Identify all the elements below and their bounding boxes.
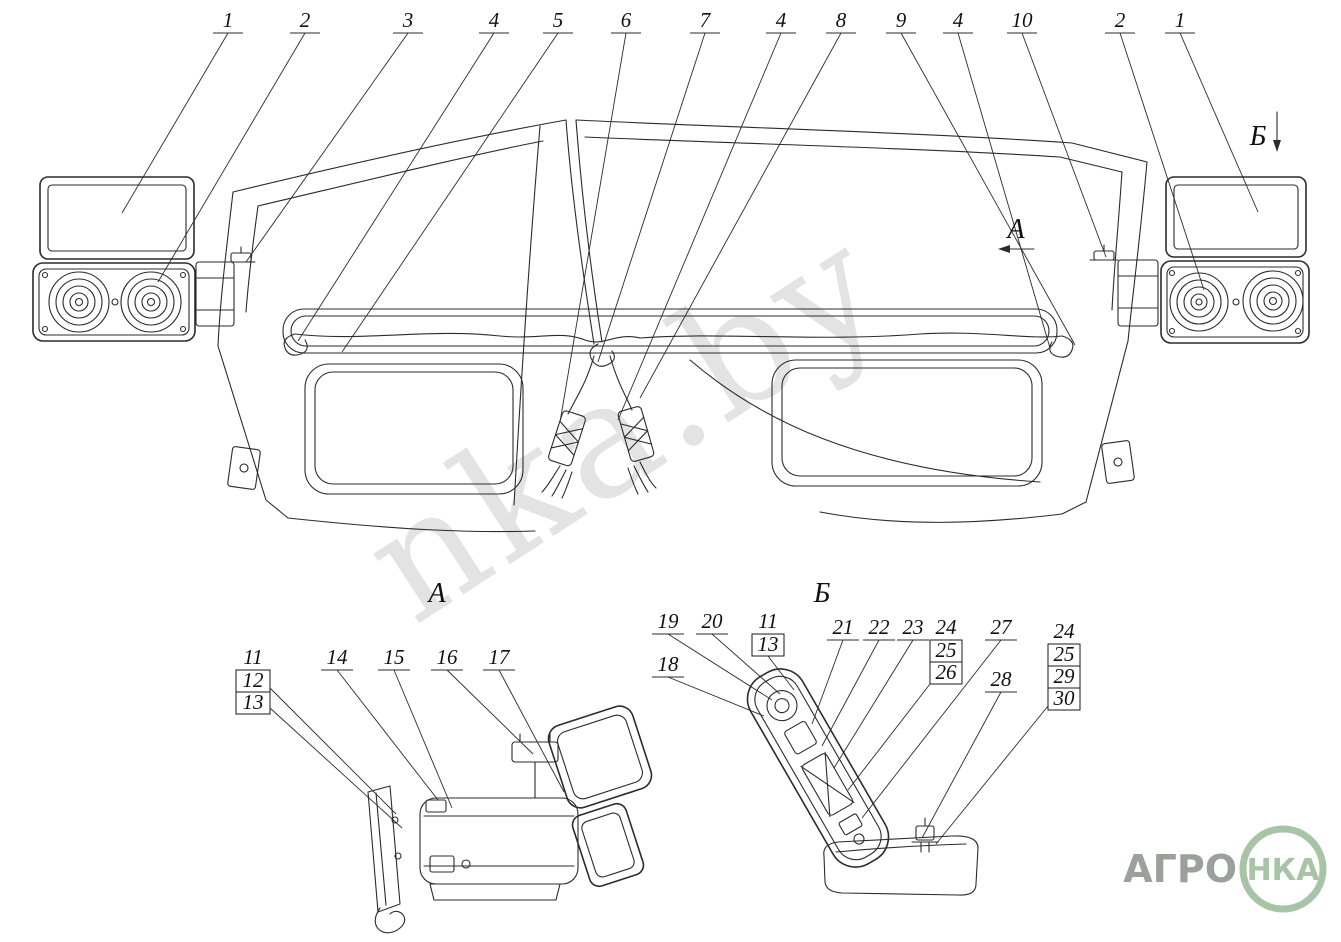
callout-3: 3: [245, 8, 423, 263]
callout-label: 27: [991, 615, 1014, 639]
callout-label: 7: [700, 8, 712, 32]
logo-nka-text: НКА: [1247, 853, 1321, 888]
top-callouts: 1 2 3 4 5 6 7 4: [121, 8, 1259, 423]
callout-21: 21: [811, 615, 859, 725]
callout-16: 16: [431, 645, 534, 755]
callout-label: 11: [758, 609, 777, 633]
callout-label: 29: [1054, 664, 1076, 688]
cab-drawing: [217, 119, 1148, 533]
callout-label: 1: [223, 8, 234, 32]
detail-view-b: Б 19 20: [652, 578, 1081, 896]
callout-11-13-stack: 11 13: [751, 609, 795, 691]
callout-label: 15: [384, 645, 405, 669]
callout-11-stack: 11 12 13: [235, 645, 403, 829]
right-connector: [617, 406, 655, 462]
callout-15: 15: [378, 645, 453, 809]
right-round-lamp-2: [1242, 270, 1304, 332]
view-marker-b-label: Б: [1249, 121, 1267, 152]
callout-1: 1: [121, 8, 243, 214]
callout-label: 9: [896, 8, 907, 32]
callout-label: 4: [953, 8, 964, 32]
callout-27: 27: [861, 615, 1017, 819]
left-headlamp-cluster: [32, 176, 235, 342]
detail-a-drawing: [367, 705, 653, 934]
callout-4c: 4: [943, 8, 1051, 349]
callout-2b: 2: [1105, 8, 1205, 291]
callout-17: 17: [483, 645, 565, 793]
callout-label: 22: [869, 615, 891, 639]
callout-4: 4: [297, 8, 509, 342]
callout-18: 18: [652, 652, 765, 717]
callout-label: 2: [1115, 8, 1126, 32]
detail-a-callouts: 11 12 13 14 15 16 17: [235, 645, 565, 829]
callout-1b: 1: [1165, 8, 1259, 213]
callout-label: 14: [327, 645, 349, 669]
callout-24-25-26-stack: 24 25 26: [847, 615, 963, 791]
left-connector: [547, 410, 586, 467]
callout-6: 6: [559, 8, 641, 423]
callout-label: 12: [243, 668, 265, 692]
callout-8: 8: [639, 8, 856, 399]
callout-label: 13: [243, 690, 264, 714]
callout-9: 9: [886, 8, 1076, 346]
callout-5: 5: [341, 8, 573, 353]
callout-label: 13: [758, 632, 779, 656]
view-marker-a-label: А: [1005, 214, 1025, 245]
callout-label: 11: [243, 645, 262, 669]
left-round-lamp-2: [120, 271, 182, 333]
detail-a-title: А: [426, 578, 446, 609]
callout-label: 28: [991, 667, 1013, 691]
callout-label: 23: [903, 615, 924, 639]
detail-b-title: Б: [813, 578, 831, 609]
callout-label: 1: [1175, 8, 1186, 32]
right-bottom-bracket: [1101, 440, 1135, 484]
left-bottom-bracket: [227, 446, 261, 490]
callout-19: 19: [652, 609, 773, 701]
callout-label: 18: [658, 652, 680, 676]
callout-23: 23: [833, 615, 929, 769]
view-marker-a: А: [998, 214, 1035, 253]
right-headlamp-cluster: [1117, 176, 1310, 344]
callout-label: 26: [936, 660, 958, 684]
right-round-lamp-1: [1169, 272, 1229, 332]
callout-label: 21: [833, 615, 854, 639]
view-marker-b: Б: [1249, 111, 1281, 152]
callout-20: 20: [696, 609, 781, 695]
callout-label: 24: [936, 615, 958, 639]
callout-24-25-29-30-stack: 24 25 29 30: [935, 619, 1081, 845]
callout-label: 25: [936, 638, 957, 662]
logo: АГРО НКА: [1123, 825, 1327, 913]
callout-label: 5: [553, 8, 564, 32]
detail-b-drawing: [746, 668, 979, 896]
callout-label: 30: [1053, 686, 1076, 710]
detail-b-callouts: 19 20 11 13 18 21 22: [652, 609, 1081, 845]
callout-label: 8: [836, 8, 847, 32]
callout-label: 3: [402, 8, 414, 32]
callout-label: 6: [621, 8, 632, 32]
callout-label: 19: [658, 609, 680, 633]
callout-label: 17: [489, 645, 512, 669]
callout-label: 25: [1054, 642, 1075, 666]
detail-view-a: А 11: [235, 578, 653, 934]
callout-22: 22: [821, 615, 895, 747]
left-round-lamp-1: [48, 271, 110, 333]
callout-label: 10: [1012, 8, 1034, 32]
callout-28: 28: [921, 667, 1017, 839]
callout-label: 16: [437, 645, 459, 669]
callout-2: 2: [157, 8, 320, 283]
callout-7: 7: [597, 8, 720, 363]
logo-circle: [1239, 825, 1327, 913]
callout-4b: 4: [617, 8, 796, 421]
callout-label: 20: [702, 609, 724, 633]
logo-agro-text: АГРО: [1123, 847, 1237, 891]
callout-label: 24: [1054, 619, 1076, 643]
callout-label: 4: [489, 8, 500, 32]
callout-label: 2: [300, 8, 311, 32]
callout-10: 10: [1007, 8, 1107, 258]
callout-14: 14: [321, 645, 439, 801]
callout-label: 4: [776, 8, 787, 32]
